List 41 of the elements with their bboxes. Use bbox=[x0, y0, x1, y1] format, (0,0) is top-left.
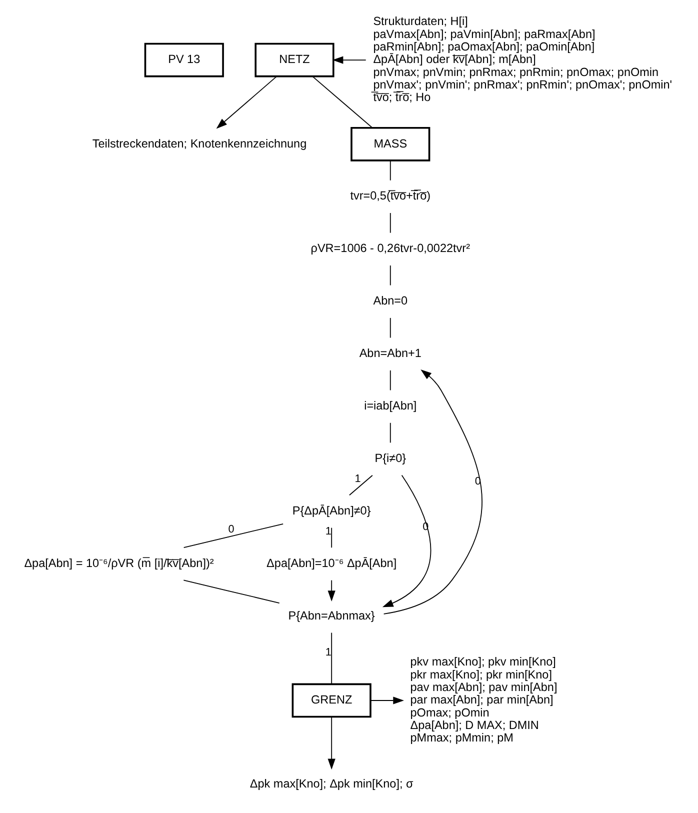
node-text: P{i≠0} bbox=[374, 452, 406, 466]
connector bbox=[183, 580, 280, 604]
node-text: pkv max[Kno]; pkv min[Kno] pkr max[Kno]; pkr min[Kno] pav max[Abn]; pav min[Abn] par max[Abn]; par min[Abn] pOmax; pOmin Δpa[Abn]; D MAX; DMIN pMmax; pMmin; pM bbox=[410, 656, 558, 745]
node-text: Abn=0 bbox=[373, 294, 408, 308]
node-text: Strukturdaten; H[i] paVmax[Abn]; paVmin[Abn]; paRmax[Abn] paRmin[Abn]; paOmax[Abn]; paOmin[Abn] ΔpĀ[Abn] oder k̅v̅[Abn]; m[Abn] pnVmax; pnVmin; pnRmax; pnRmin; pnOmax; pnOmin pnVmax'; pnVmin'; pnRmax'; pnRmin'; pnOmax'; pnOmin' t̅v̅o̅; t̅r̅o̅; Ho bbox=[373, 15, 672, 104]
connector bbox=[312, 76, 373, 128]
node-box: MASS bbox=[350, 126, 430, 162]
edge-label: 1 bbox=[325, 646, 332, 658]
arrow bbox=[382, 474, 432, 608]
arrow bbox=[328, 580, 336, 602]
arrow bbox=[332, 56, 366, 64]
node-text: Abn=Abn+1 bbox=[359, 347, 422, 360]
edge-label: 0 bbox=[228, 523, 234, 536]
node-text: Teilstreckendaten; Knotenkennzeichnung bbox=[92, 137, 307, 150]
node-text: ρVR=1006 - 0,26tvr-0,0022tvr² bbox=[310, 242, 470, 256]
connector bbox=[331, 632, 332, 685]
arrow bbox=[383, 370, 482, 614]
node-text: Δpa[Abn] = 10⁻⁶/ρVR (m̅ [i]/k̅v̅[Abn])² bbox=[24, 556, 214, 570]
connector bbox=[390, 422, 391, 444]
edge-label: 1 bbox=[354, 473, 361, 486]
node-box: GRENZ bbox=[292, 683, 372, 718]
arrow bbox=[216, 76, 278, 129]
node-text: P{ΔpĀ[Abn]≠0} bbox=[292, 504, 371, 518]
node-text: tvr=0,5(t̅v̅o̅+t̅r̅o̅) bbox=[350, 190, 431, 203]
connector bbox=[390, 212, 391, 234]
node-box: PV 13 bbox=[144, 42, 224, 78]
node-text: P{Abn=Abnmax} bbox=[288, 609, 375, 622]
arrow bbox=[328, 716, 336, 770]
node-text: Δpa[Abn]=10⁻⁶ ΔpĀ[Abn] bbox=[266, 556, 397, 570]
connector bbox=[390, 370, 391, 391]
connector bbox=[390, 265, 391, 286]
connector bbox=[183, 523, 284, 548]
node-text: Δpk max[Kno]; Δpk min[Kno]; σ bbox=[250, 778, 414, 791]
edge-label: 1 bbox=[325, 526, 332, 538]
arrow bbox=[370, 696, 404, 704]
connector bbox=[348, 474, 373, 496]
node-box: NETZ bbox=[254, 42, 334, 78]
connector bbox=[331, 527, 332, 548]
connector bbox=[390, 160, 391, 181]
node-text: i=iab[Abn] bbox=[364, 400, 417, 413]
connector bbox=[390, 318, 391, 338]
